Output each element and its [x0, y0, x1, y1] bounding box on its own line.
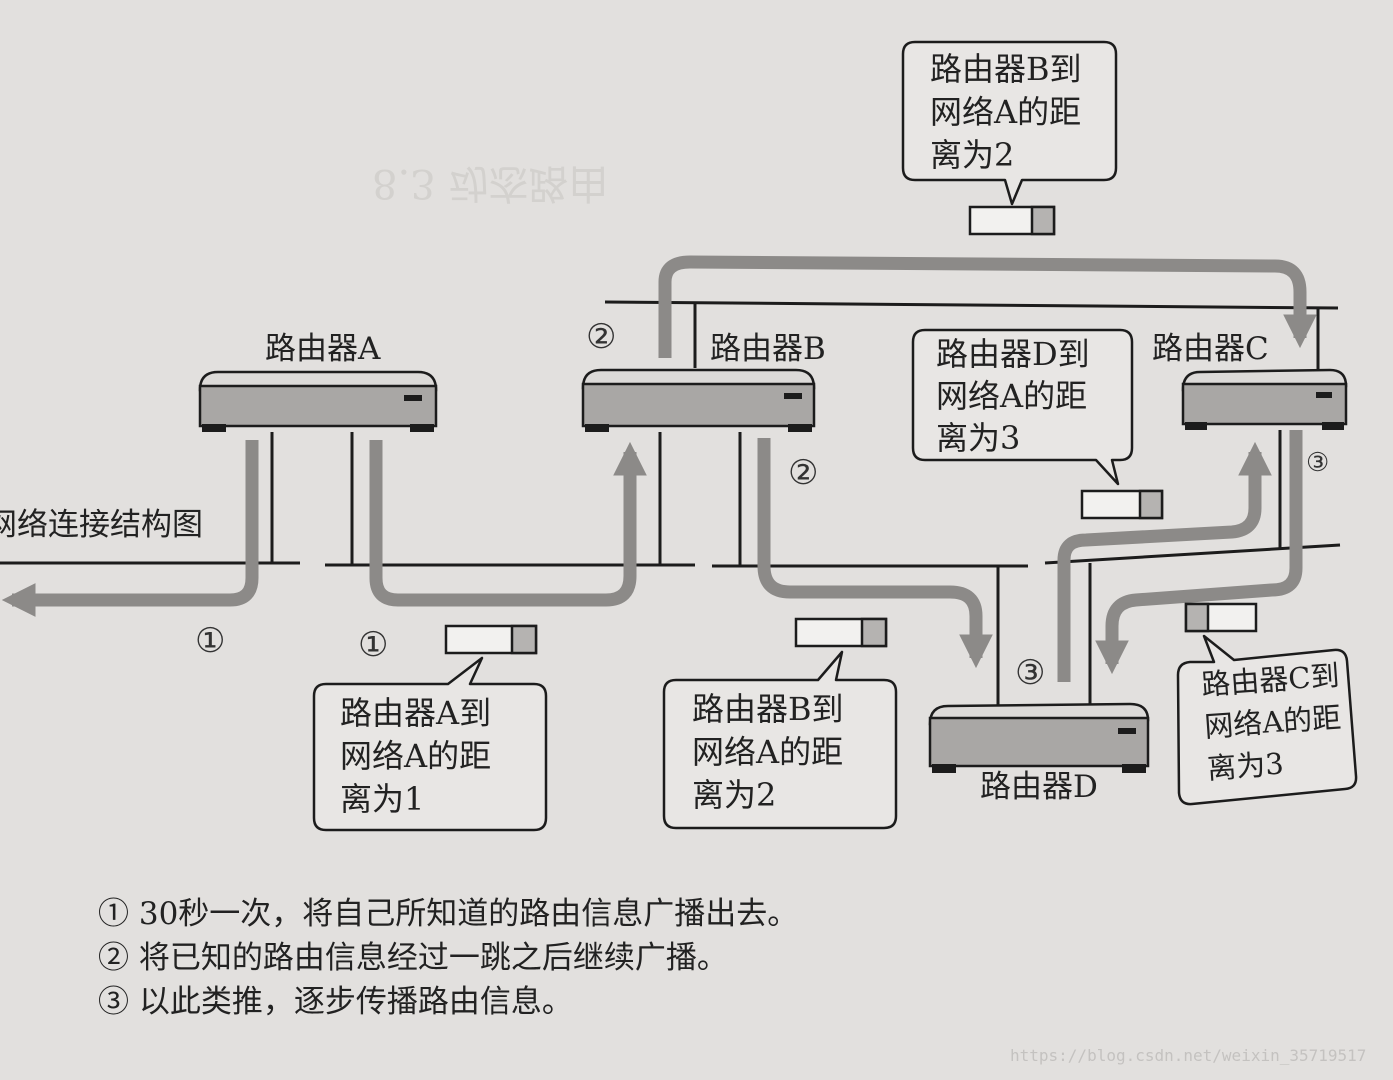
callout-line: 路由器A到 [340, 694, 492, 732]
callout-a-bottom: 路由器A到 网络A的距 离为1 [340, 692, 491, 821]
arrow-b-to-c [658, 255, 1317, 358]
callout-d-mid: 路由器D到 网络A的距 离为3 [936, 333, 1090, 459]
legend-line-1: ① 30秒一次，将自己所知道的路由信息广播出去。 [98, 896, 799, 932]
router-ports [270, 302, 1320, 705]
callout-line: 网络A的距 [340, 737, 492, 775]
watermark: https://blog.csdn.net/weixin_35719517 [1010, 1046, 1367, 1065]
arrow-d-to-c [1057, 441, 1272, 682]
callout-line: 路由器B到 [930, 50, 1082, 88]
step-3-bottom: ③ [1015, 653, 1046, 693]
callout-c-bottom-shape [1176, 634, 1358, 806]
callout-b-top: 路由器B到 网络A的距 离为2 [930, 48, 1082, 177]
callout-b-top-shape [901, 40, 1118, 206]
step-1-left: ① [195, 621, 226, 661]
router-c [1181, 368, 1348, 430]
step-1-right: ① [358, 625, 389, 665]
side-label: 网络连接结构图 [0, 507, 203, 543]
packet-b-bottom [794, 617, 888, 648]
route-packets [444, 205, 1258, 655]
network-bc-segment [604, 300, 1339, 310]
router-b-label: 路由器B [710, 331, 826, 367]
packet-a-bottom [444, 624, 538, 655]
arrow-c-to-d [1095, 430, 1303, 675]
packet-c-bottom [1184, 602, 1258, 633]
router-d [928, 702, 1150, 773]
router-c-label: 路由器C [1152, 331, 1269, 367]
legend: ① 30秒一次，将自己所知道的路由信息广播出去。 ② 将已知的路由信息经过一跳之… [98, 892, 798, 1024]
packet-b-top [968, 205, 1056, 236]
step-2-right: ② [788, 453, 819, 493]
broadcast-arrows [1, 255, 1317, 682]
router-a-label: 路由器A [265, 331, 381, 367]
callout-b-bottom: 路由器B到 网络A的距 离为2 [692, 688, 844, 817]
arrow-a-to-left [1, 440, 259, 617]
callout-line: 网络A的距 [930, 93, 1082, 131]
arrow-a-to-b [369, 440, 647, 607]
step-3-right: ③ [1306, 448, 1330, 478]
router-a [198, 370, 438, 432]
arrow-b-to-d [757, 438, 993, 669]
callout-line: 离为3 [936, 419, 1021, 457]
callout-c-bottom: 路由器C到 网络A的距 离为3 [1200, 654, 1347, 789]
packet-d-mid [1080, 489, 1164, 520]
callout-line: 离为2 [692, 776, 777, 814]
step-2-top: ② [586, 317, 617, 357]
callout-line: 离为2 [930, 136, 1015, 174]
router-b [581, 368, 816, 432]
callout-line: 网络A的距 [692, 733, 844, 771]
callout-line: 路由器B到 [692, 690, 844, 728]
legend-line-2: ② 将已知的路由信息经过一跳之后继续广播。 [98, 940, 728, 976]
callout-shapes [312, 40, 1358, 832]
callout-a-bottom-shape [312, 656, 548, 832]
router-d-label: 路由器D [980, 769, 1098, 805]
callout-d-mid-shape [911, 328, 1134, 486]
callout-line: 离为1 [340, 780, 425, 818]
callout-b-bottom-shape [662, 650, 898, 830]
callout-line: 路由器D到 [936, 335, 1090, 373]
callout-line: 网络A的距 [936, 377, 1088, 415]
legend-line-3: ③ 以此类推，逐步传播路由信息。 [98, 984, 573, 1020]
